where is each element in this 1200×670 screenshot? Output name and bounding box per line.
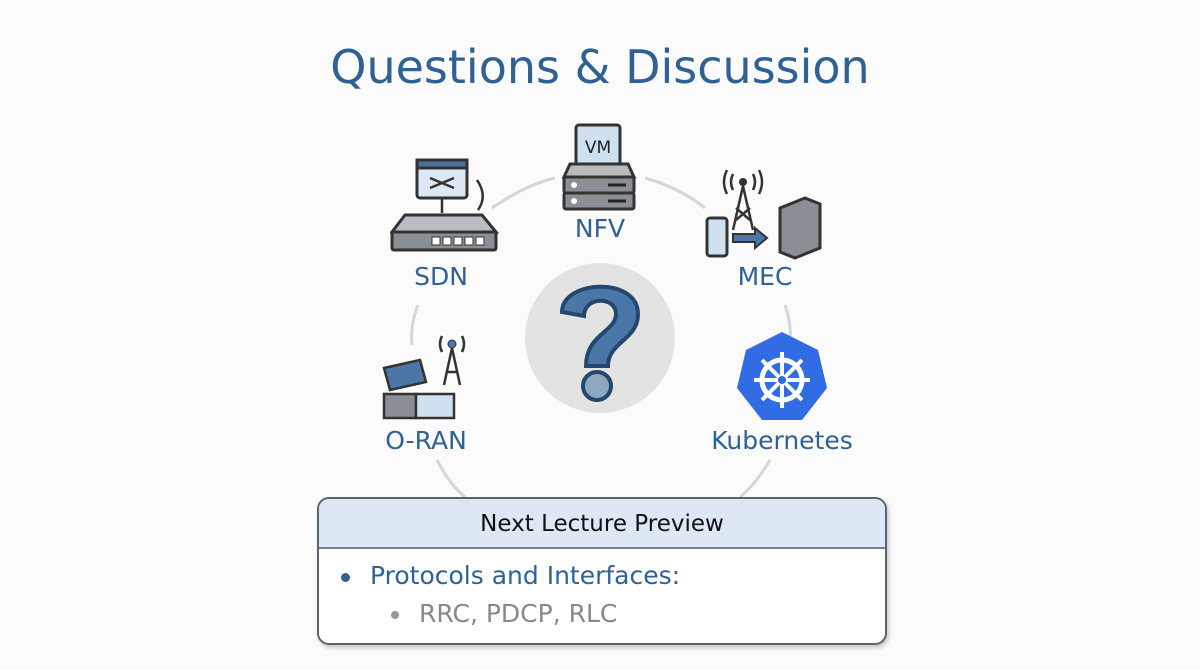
preview-heading: Next Lecture Preview: [319, 499, 885, 549]
kubernetes-icon: [737, 332, 827, 420]
vm-label: VM: [585, 138, 611, 158]
sdn-switch-icon: [390, 158, 500, 252]
page-title: Questions & Discussion: [330, 40, 870, 94]
server-vm-icon: VM: [561, 123, 637, 211]
oran-puzzle-icon: [382, 335, 466, 420]
node-label-mec: MEC: [737, 262, 793, 291]
node-label-oran: O-RAN: [385, 426, 467, 455]
node-label-sdn: SDN: [414, 262, 468, 291]
node-label-kubernetes: Kubernetes: [711, 426, 853, 455]
preview-item: Protocols and Interfaces:: [341, 561, 680, 590]
node-label-nfv: NFV: [574, 214, 626, 243]
mec-edge-icon: [705, 169, 822, 260]
preview-subitem: RRC, PDCP, RLC: [391, 599, 617, 628]
question-mark-icon: [559, 284, 641, 402]
next-lecture-preview-panel: Next Lecture Preview Protocols and Inter…: [317, 497, 887, 645]
